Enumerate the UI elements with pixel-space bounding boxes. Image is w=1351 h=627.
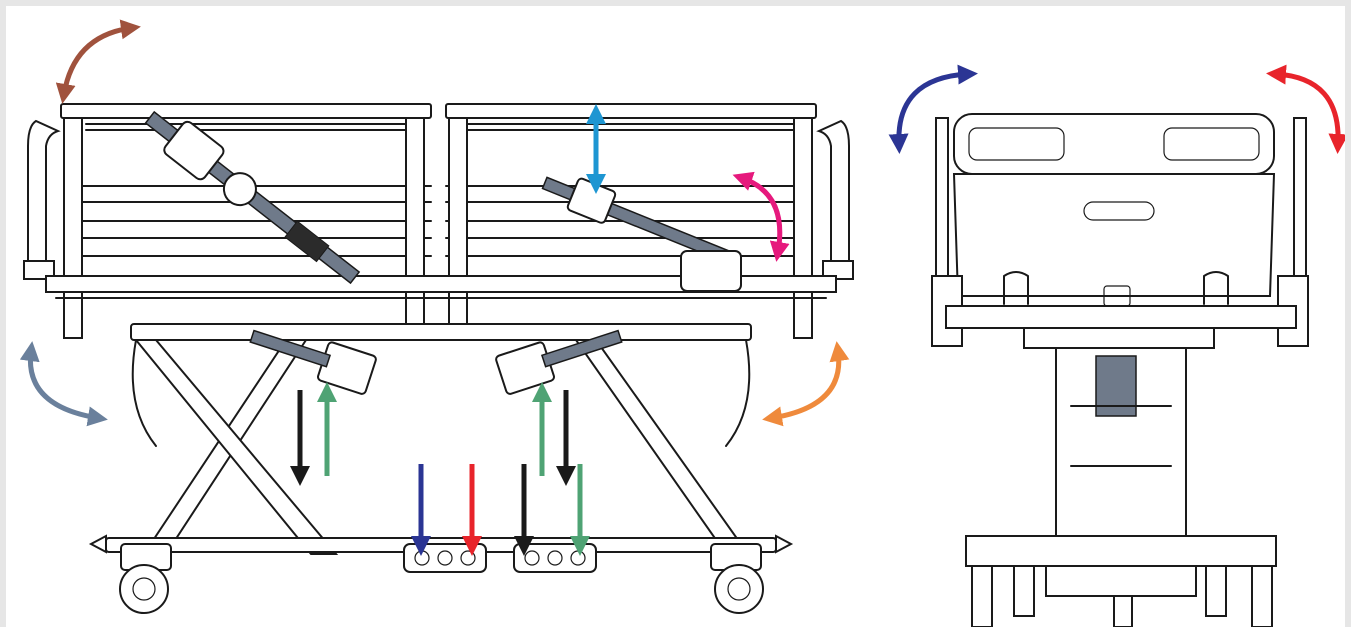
lateral-left-arrow — [888, 64, 978, 154]
actuator-icon-2 — [495, 329, 623, 395]
lateral-right-arrow — [1266, 64, 1345, 154]
backrest-arrow — [55, 19, 141, 104]
headboard-icon — [27, 119, 61, 277]
side-view-bed — [23, 103, 854, 614]
headboard-icon-end — [953, 113, 1275, 175]
foot-deck-top — [445, 103, 817, 119]
end-view-bed — [931, 113, 1309, 627]
legrest-arrow — [732, 171, 790, 262]
footboard-icon — [816, 119, 850, 277]
head-tilt-arrow — [19, 341, 108, 427]
backrest-actuator — [144, 110, 361, 285]
caster-wheel-icon — [119, 543, 764, 614]
diagram-canvas — [6, 6, 1345, 627]
motion-arrows — [19, 19, 1345, 556]
actuator-icon — [249, 329, 377, 395]
scissor-lift — [133, 339, 750, 555]
head-deck-top — [60, 103, 432, 119]
foot-tilt-arrow — [762, 341, 850, 427]
upper-frame — [130, 323, 752, 341]
